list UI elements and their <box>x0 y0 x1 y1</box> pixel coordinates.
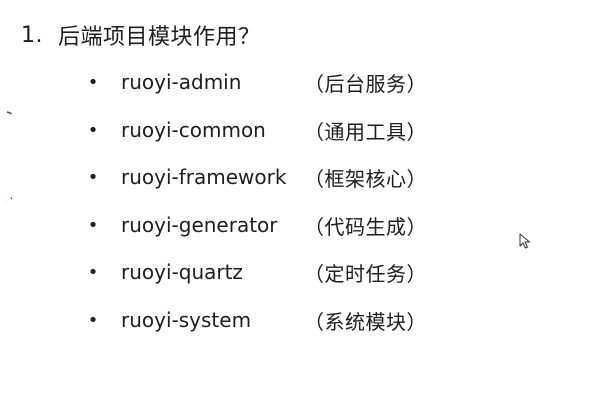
section-heading: 1. 后端项目模块作用？ <box>21 19 261 51</box>
heading-number: 1. <box>21 22 43 48</box>
bullet-icon: • <box>87 261 99 283</box>
list-item: • ruoyi-framework （框架核心） <box>0 161 480 193</box>
module-description: （系统模块） <box>304 309 427 334</box>
module-name: ruoyi-generator <box>121 213 278 237</box>
module-description: （定时任务） <box>304 261 427 286</box>
heading-text: 后端项目模块作用？ <box>58 25 261 50</box>
bullet-icon: • <box>87 214 99 236</box>
module-name: ruoyi-admin <box>121 70 242 94</box>
list-item: • ruoyi-generator （代码生成） <box>0 209 480 241</box>
bullet-icon: • <box>87 119 99 141</box>
module-name: ruoyi-framework <box>121 165 287 189</box>
bullet-icon: • <box>87 166 99 188</box>
module-description: （框架核心） <box>304 166 427 191</box>
bullet-icon: • <box>87 309 99 331</box>
module-name: ruoyi-system <box>121 308 252 332</box>
list-item: • ruoyi-admin （后台服务） <box>0 66 480 98</box>
module-name: ruoyi-common <box>121 118 266 142</box>
module-description: （代码生成） <box>304 214 427 239</box>
module-description: （通用工具） <box>304 119 427 144</box>
module-description: （后台服务） <box>304 71 427 96</box>
bullet-icon: • <box>87 71 99 93</box>
list-item: • ruoyi-system （系统模块） <box>0 304 480 336</box>
list-item: • ruoyi-quartz （定时任务） <box>0 256 480 288</box>
module-name: ruoyi-quartz <box>121 260 243 284</box>
list-item: • ruoyi-common （通用工具） <box>0 114 480 146</box>
mouse-pointer-icon <box>519 233 530 249</box>
